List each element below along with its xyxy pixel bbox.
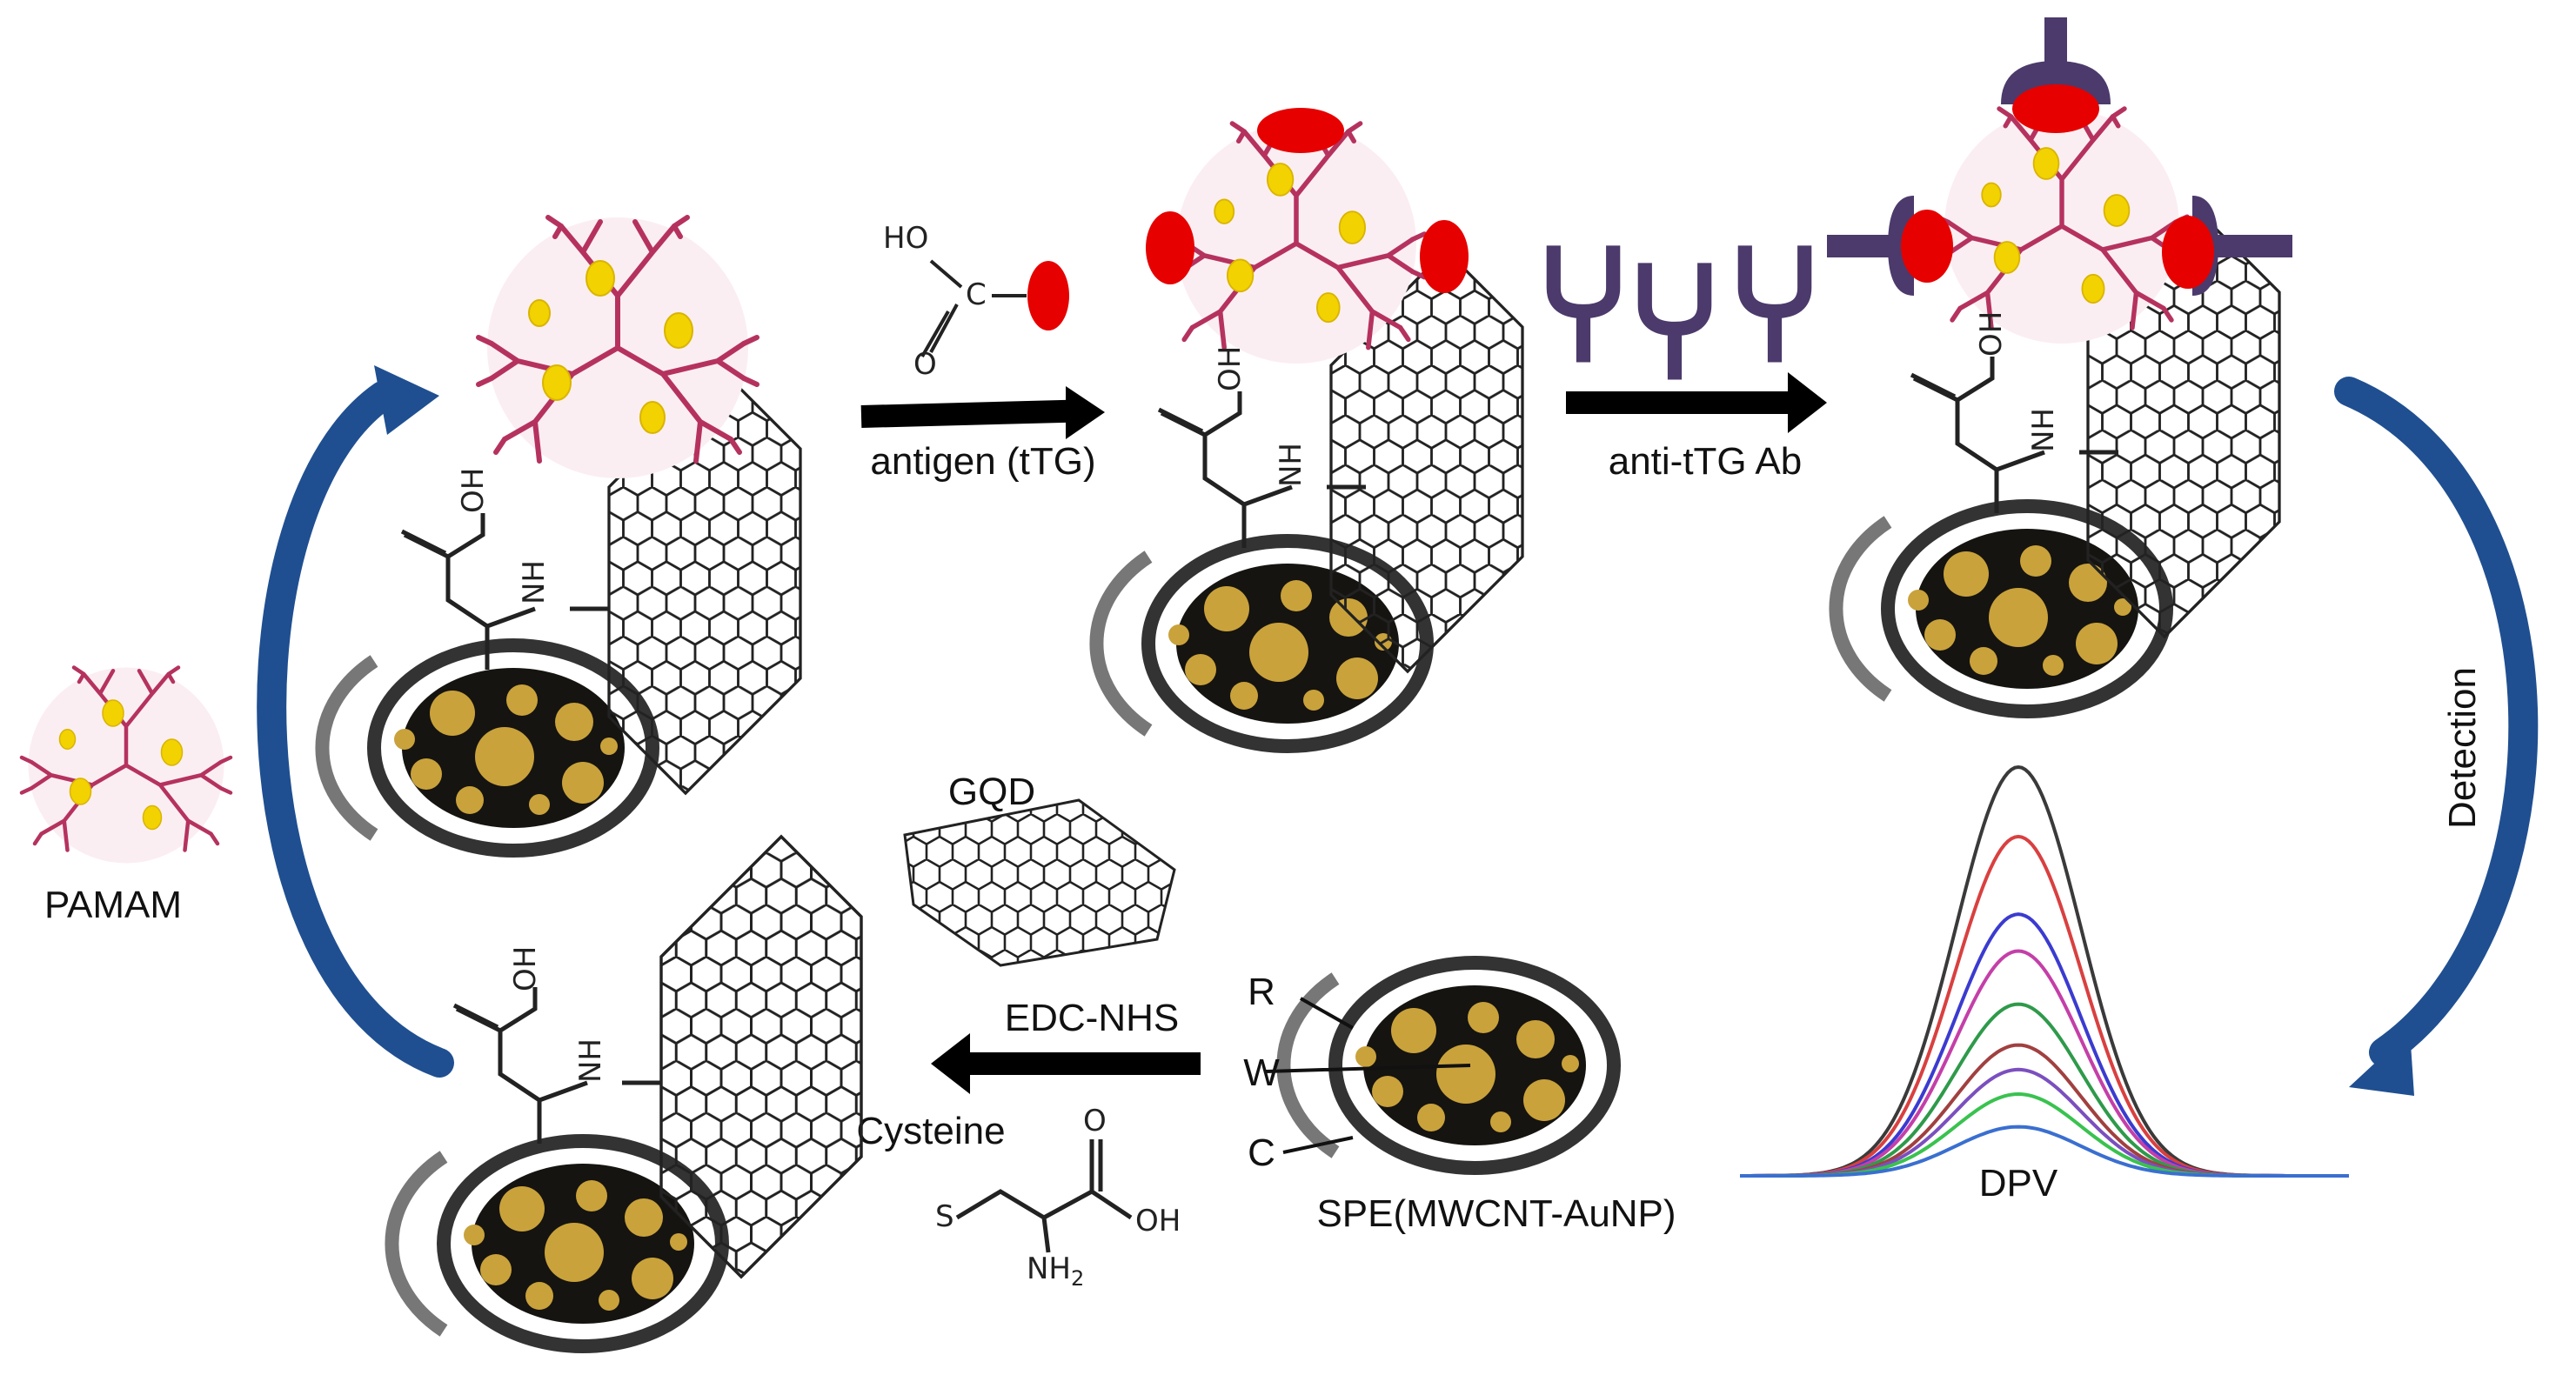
- dpv-label: DPV: [1979, 1162, 2058, 1205]
- cysteine-structure: [955, 1139, 1133, 1253]
- coupling-step-arrow: [931, 1033, 1201, 1094]
- antibody-step-arrow: [1566, 372, 1827, 433]
- stage1-amine-group: NH: [517, 560, 552, 604]
- coupling-step-label: EDC-NHS: [1005, 997, 1179, 1039]
- cycle-arrow-right-head: [2349, 1031, 2414, 1096]
- electrode-c-label: C: [1248, 1131, 1275, 1174]
- detection-label: Detection: [2441, 667, 2484, 829]
- electrode-r-label: R: [1248, 971, 1275, 1013]
- stage0-linker: [454, 987, 661, 1144]
- cysteine-carbonyl: O: [1083, 1104, 1107, 1138]
- cysteine-label: Cysteine: [856, 1110, 1005, 1152]
- stage0-amine-group: NH: [573, 1038, 608, 1083]
- stage2-acid-group: OH: [1213, 346, 1248, 391]
- dpv-curve-9: [1740, 1125, 2349, 1178]
- cycle-arrow-left: [257, 381, 454, 1078]
- cysteine-thiol: S: [935, 1199, 954, 1234]
- stage3-bound-antibody-left: [1827, 196, 1953, 296]
- cysteine-acid: OH: [1135, 1204, 1181, 1238]
- stage1-acid-group: OH: [456, 468, 491, 513]
- stage0-gqd-sheet: [659, 835, 863, 1278]
- dpv-curve-7: [1740, 1067, 2349, 1178]
- stage3-bound-antibody-right: [2162, 196, 2292, 296]
- dpv-curve-3: [1740, 912, 2349, 1178]
- dpv-curve-4: [1740, 949, 2349, 1178]
- antigen-hydroxyl: HO: [883, 221, 928, 256]
- stage1-electrode: [322, 645, 652, 851]
- dpv-curve-6: [1740, 1043, 2349, 1178]
- stage2-antigen-top: [1257, 108, 1344, 153]
- pamam-dendrimer-icon: [22, 668, 231, 864]
- electrode-name-label: SPE(MWCNT-AuNP): [1316, 1192, 1676, 1235]
- antigen-step-label: antigen (tTG): [870, 440, 1095, 483]
- pamam-label: PAMAM: [44, 884, 182, 926]
- stage0-acid-group: OH: [508, 946, 543, 991]
- dpv-plot: [1740, 764, 2349, 1178]
- antibody-step-label: anti-tTG Ab: [1609, 440, 1803, 483]
- stage3-acid-group: OH: [1974, 311, 2009, 357]
- antibody-reagents: [1554, 253, 1804, 380]
- antigen-step-arrow: [860, 386, 1105, 439]
- gqd-label: GQD: [948, 771, 1035, 813]
- stage3-amine-group: NH: [2026, 408, 2061, 452]
- antigen-reagent: HO C O: [883, 221, 1069, 382]
- dpv-curve-2: [1740, 834, 2349, 1178]
- electrode-w-label: W: [1243, 1051, 1280, 1094]
- stage2-antigen-right: [1420, 220, 1469, 293]
- cycle-arrow-right: [2334, 377, 2539, 1067]
- cysteine-amino: NH2: [1027, 1252, 1084, 1291]
- antigen-carbon: C: [966, 277, 987, 312]
- cycle-arrow-left-head: [374, 365, 439, 435]
- stage3-bound-antibody-top: [2001, 17, 2111, 133]
- antigen-ttg-blob: [1027, 261, 1069, 330]
- gqd-reagent-sheet: [903, 798, 1176, 967]
- stage2-amine-group: NH: [1274, 443, 1308, 487]
- stage2-antigen-left: [1146, 211, 1194, 284]
- dpv-curve-5: [1740, 1002, 2349, 1178]
